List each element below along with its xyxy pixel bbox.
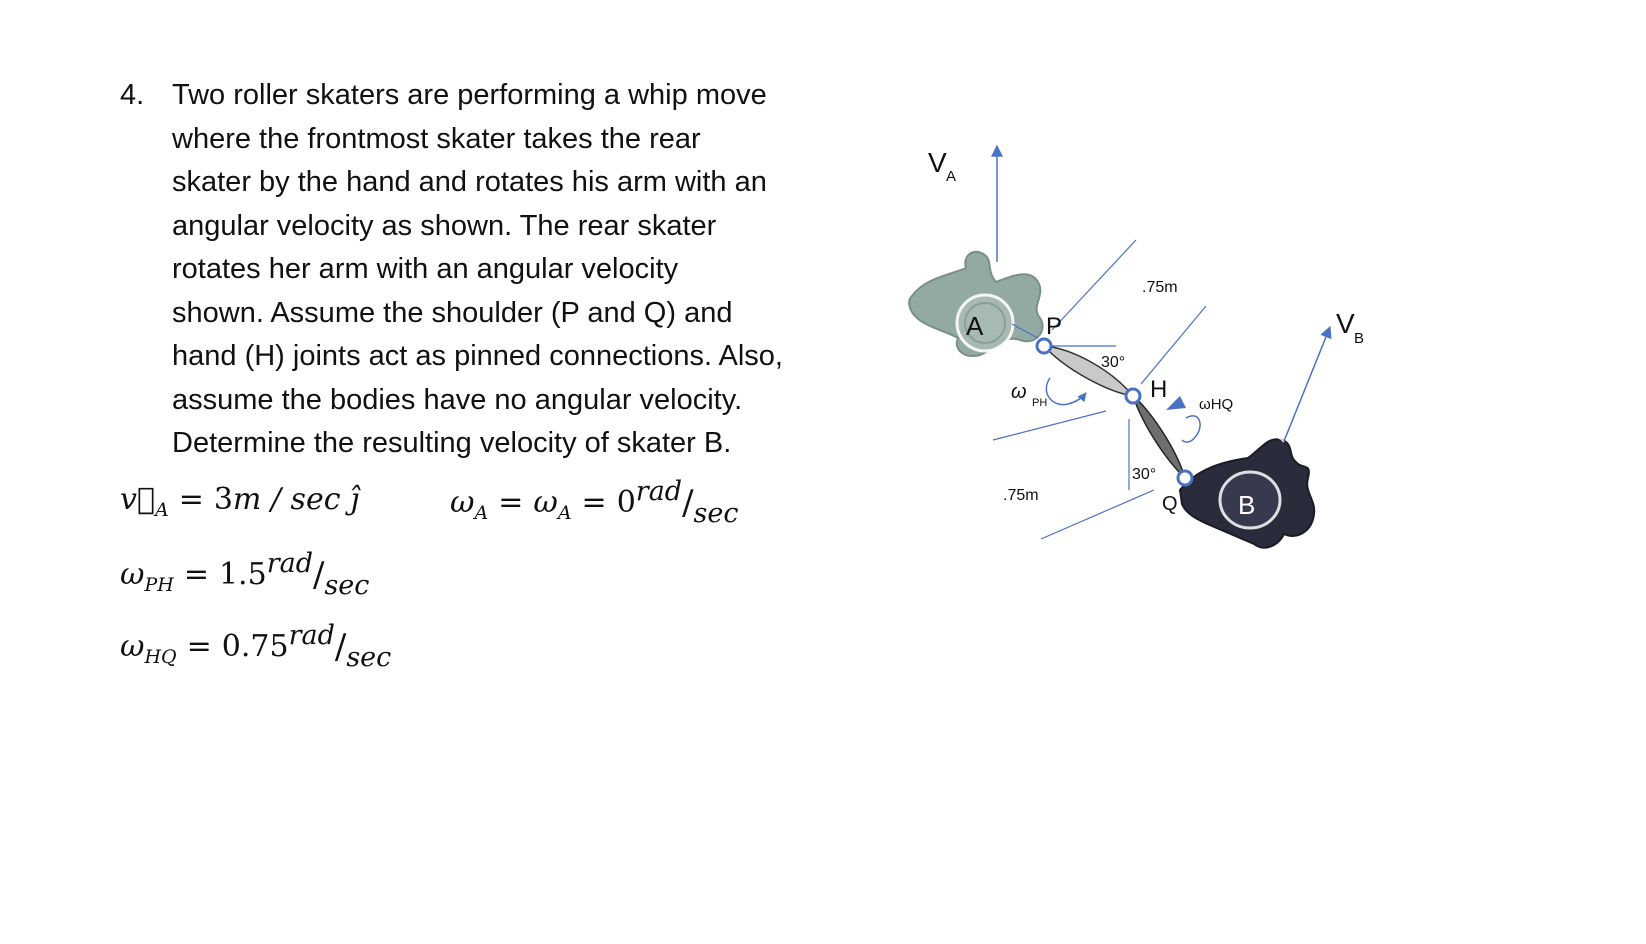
eq-symbol: ω (450, 485, 475, 520)
equation-omega-ph: ωPH=1.5rad/sec (120, 548, 370, 601)
eq-unit-numerator: rad (266, 548, 313, 579)
eq-subscript: A (154, 499, 169, 521)
eq-subscript: PH (144, 574, 174, 596)
problem-line: angular velocity as shown. The rear skat… (172, 209, 717, 242)
problem-line: Two roller skaters are performing a whip… (172, 79, 767, 111)
velocity-b-arrow (1275, 325, 1332, 462)
point-q-label: Q (1162, 493, 1178, 515)
omega-hq-arrow (1181, 415, 1201, 443)
dimension-line (992, 410, 1107, 441)
velocity-b-label: V (1336, 308, 1355, 339)
eq-unit-denominator: sec (346, 642, 392, 673)
eq-symbol: ω (120, 629, 145, 664)
eq-value: 1.5 (218, 557, 267, 592)
problem-line: rotates her arm with an angular velocity (172, 253, 679, 285)
problem-line: shown. Assume the shoulder (P and Q) and (172, 296, 733, 329)
problem-line: hand (H) joints act as pinned connection… (172, 340, 783, 372)
eq-unit-denominator: sec (324, 570, 370, 601)
eq-value: 0 (616, 485, 636, 520)
eq-symbol: ω (533, 485, 558, 520)
omega-ph-arrow (1045, 377, 1087, 406)
dimension-line (1040, 489, 1155, 540)
skater-b (1178, 435, 1316, 549)
problem-line: assume the bodies have no angular veloci… (172, 383, 743, 416)
eq-unit: m / sec ĵ (232, 482, 360, 517)
eq-symbol: v⃗ (120, 482, 155, 517)
equation-velocity-a: v⃗A=3m / sec ĵ (120, 482, 360, 521)
eq-value: 3 (213, 482, 233, 517)
length-label-bottom: .75m (1003, 487, 1039, 504)
dimension-line (1051, 239, 1137, 331)
omega-ph-label: ω (1011, 381, 1027, 403)
skater-a (908, 250, 1044, 357)
point-h-label: H (1150, 376, 1167, 403)
angle-label-top: 30° (1101, 354, 1125, 371)
eq-symbol: ω (120, 557, 145, 592)
equation-omega-a: ωA=ωA=0rad/sec (450, 476, 739, 529)
problem-number: 4. (120, 79, 145, 111)
omega-hq-label: ωHQ (1199, 396, 1233, 413)
reference-line (1011, 323, 1039, 339)
velocity-a-label: V (928, 147, 947, 178)
joint-p (1035, 337, 1053, 355)
eq-subscript: HQ (144, 646, 177, 668)
skater-b-label: B (1238, 490, 1255, 520)
problem-line: skater by the hand and rotates his arm w… (172, 166, 767, 198)
velocity-b-subscript: B (1354, 330, 1364, 347)
skater-a-label: A (966, 311, 984, 341)
joint-q (1176, 469, 1194, 487)
omega-hq-arrowhead (1166, 396, 1186, 410)
joint-h (1124, 387, 1142, 405)
problem-text: Two roller skaters are performing a whip… (172, 74, 783, 466)
eq-subscript: A (474, 502, 489, 524)
eq-unit-numerator: rad (288, 620, 335, 651)
eq-value: 0.75 (221, 629, 289, 664)
equation-omega-hq: ωHQ=0.75rad/sec (120, 620, 392, 673)
omega-ph-subscript: PH (1032, 397, 1047, 409)
problem-line: Determine the resulting velocity of skat… (172, 427, 732, 459)
velocity-a-subscript: A (946, 168, 956, 185)
point-p-label: P (1046, 313, 1062, 340)
problem-line: where the frontmost skater takes the rea… (172, 122, 701, 155)
eq-subscript: A (557, 502, 572, 524)
eq-unit-denominator: sec (693, 498, 739, 529)
dimension-line (1140, 305, 1207, 385)
eq-unit-numerator: rad (635, 476, 683, 507)
length-label-top: .75m (1142, 279, 1178, 296)
angle-label-bottom: 30° (1132, 466, 1156, 483)
